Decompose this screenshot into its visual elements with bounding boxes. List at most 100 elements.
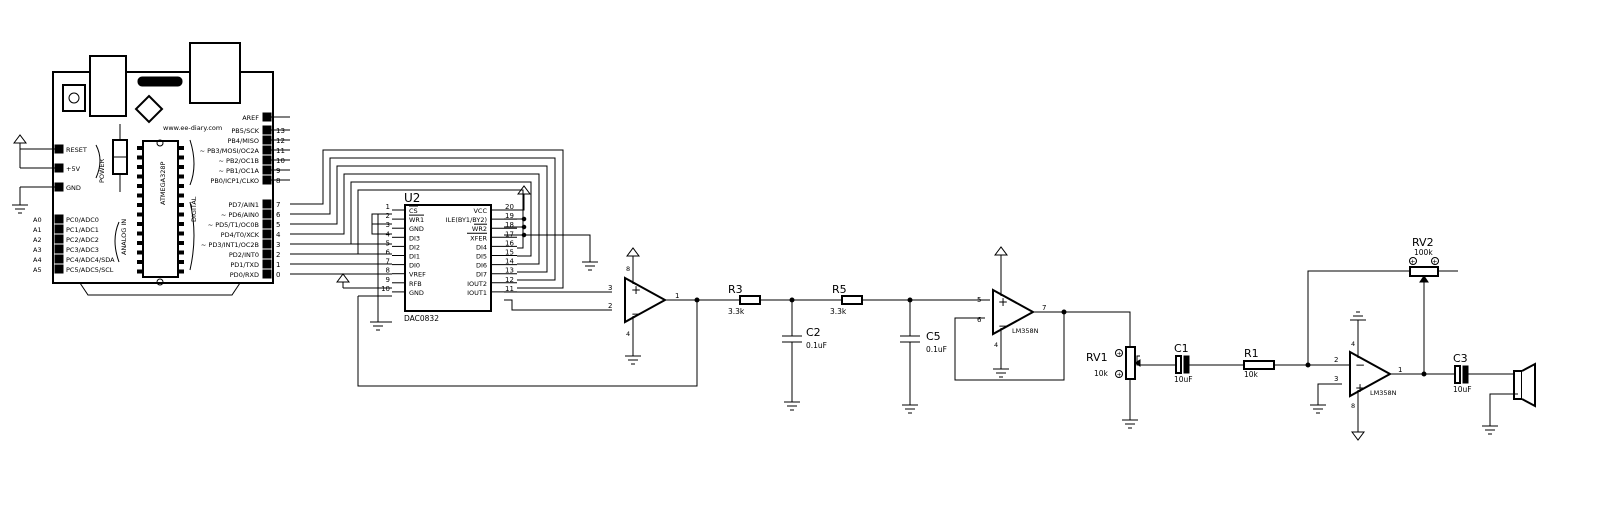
chip-pin bbox=[178, 165, 184, 169]
pin-a4: A4 bbox=[33, 256, 42, 264]
rv1-ref: RV1 bbox=[1086, 351, 1108, 364]
regulator-diamond bbox=[134, 94, 164, 124]
dac-right-pin-num: 15 bbox=[505, 249, 514, 257]
chip-pin bbox=[178, 212, 184, 217]
chip-pin bbox=[137, 222, 143, 226]
power-jack bbox=[189, 42, 241, 104]
dac-left-pin-num: 1 bbox=[386, 203, 390, 211]
opamp2-pin-plus: 5 bbox=[977, 296, 981, 304]
opamp2-pin-out: 7 bbox=[1042, 304, 1046, 312]
arduino-board: ATMEGA328P www.ee-diary.com POWER ANALOG… bbox=[33, 42, 290, 296]
dac-left-pin-label: CS bbox=[409, 207, 418, 215]
opamp-2: + − 5 6 7 4 LM358N bbox=[954, 246, 1131, 381]
dac-left-pin-num: 7 bbox=[386, 258, 390, 266]
pin-a2-label: PC2/ADC2 bbox=[66, 236, 99, 244]
svg-text:−: − bbox=[1355, 358, 1365, 372]
pin-num-5: 5 bbox=[276, 221, 280, 229]
opamp3-pin-8: 8 bbox=[1351, 402, 1355, 410]
dac-right-pin-label: WR2 bbox=[472, 225, 487, 233]
dac-right-pin-label: ILE(BY1/BY2) bbox=[446, 216, 487, 224]
opamp3-vee-icon bbox=[1351, 431, 1365, 441]
capacitor-c2: C2 0.1uF bbox=[782, 300, 827, 411]
power-arrow-icon bbox=[13, 134, 27, 144]
opamp1-ground-icon bbox=[625, 355, 641, 365]
speaker-icon bbox=[1513, 370, 1523, 400]
pin-num-3: 3 bbox=[276, 241, 280, 249]
c1-value: 10uF bbox=[1174, 375, 1193, 384]
rv2-ref: RV2 bbox=[1412, 236, 1434, 249]
pin-reset: RESET bbox=[66, 146, 87, 154]
power-label: POWER bbox=[98, 158, 106, 183]
chip-pin bbox=[137, 231, 143, 236]
potentiometer-rv2: + + RV2 100k bbox=[1307, 236, 1458, 374]
chip-pin bbox=[178, 155, 184, 160]
dac-left-pin-num: 4 bbox=[386, 230, 391, 238]
capacitor-c1: C1 10uF bbox=[1174, 342, 1244, 384]
chip-pin bbox=[137, 212, 143, 217]
chip-pin bbox=[178, 222, 184, 226]
svg-text:−: − bbox=[998, 319, 1008, 333]
chip-pin bbox=[137, 269, 143, 274]
dac-right-pin-label: VCC bbox=[473, 207, 487, 215]
chip-pin bbox=[137, 146, 143, 150]
pin-a3-label: PC3/ADC3 bbox=[66, 246, 99, 254]
dac-ref: U2 bbox=[404, 191, 420, 205]
opamp3-pin-out: 1 bbox=[1398, 366, 1402, 374]
pin-a0-label: PC0/ADC0 bbox=[66, 216, 99, 224]
opamp2-pin-minus: 6 bbox=[977, 316, 982, 324]
opamp2-pin-4: 4 bbox=[994, 341, 998, 349]
fuse-oval bbox=[137, 76, 183, 87]
dac-left-pin-label: DI1 bbox=[409, 253, 420, 261]
dac-left-pin-num: 2 bbox=[386, 212, 390, 220]
chip-pin bbox=[178, 241, 184, 245]
dac-right-pin-label: IOUT2 bbox=[467, 280, 487, 288]
pin-a2: A2 bbox=[33, 236, 42, 244]
r3-ref: R3 bbox=[728, 283, 743, 296]
resistor-r1: R1 10k bbox=[1243, 347, 1350, 379]
pin-pb0: PB0/ICP1/CLKO bbox=[210, 177, 259, 185]
pin-pd7: PD7/AIN1 bbox=[228, 201, 259, 209]
dac-left-pin-label: GND bbox=[409, 289, 424, 297]
capacitor-c3: C3 10uF bbox=[1453, 352, 1518, 394]
r1-ref: R1 bbox=[1244, 347, 1259, 360]
dac-left-pin-label: DI3 bbox=[409, 234, 420, 242]
pin-pd2: PD2/INT0 bbox=[229, 251, 259, 259]
chip-pin bbox=[178, 231, 184, 236]
dac-left-pin-label: DI0 bbox=[409, 262, 420, 270]
chip-pin bbox=[137, 184, 143, 188]
dac-ground-icon bbox=[370, 321, 386, 331]
ground-icon bbox=[12, 204, 28, 214]
opamp1-pin-4: 4 bbox=[626, 330, 630, 338]
rv1-ground-icon bbox=[1122, 419, 1138, 429]
digital-label: DIGITAL bbox=[190, 196, 198, 222]
opamp2-ground-icon bbox=[993, 368, 1009, 378]
pin-num-12: 12 bbox=[276, 137, 285, 145]
svg-text:+: + bbox=[1117, 371, 1122, 379]
svg-text:+: + bbox=[631, 283, 641, 297]
dac-right-pin-label: DI7 bbox=[476, 271, 487, 279]
potentiometer-rv1: + + RV1 10k bbox=[1086, 346, 1176, 429]
dac-right-pin-num: 18 bbox=[505, 221, 514, 229]
pin-a4-label: PC4/ADC4/SDA bbox=[66, 256, 115, 264]
svg-text:−: − bbox=[631, 307, 641, 321]
pin-pd1: PD1/TXD bbox=[230, 261, 259, 269]
pin-aref: AREF bbox=[242, 114, 259, 122]
power-pins: RESET +5V GND bbox=[54, 144, 87, 192]
chip-pin bbox=[178, 146, 184, 150]
pin-a1: A1 bbox=[33, 226, 42, 234]
opamp3-pin-minus: 2 bbox=[1334, 356, 1338, 364]
opamp3-pin-plus: 3 bbox=[1334, 375, 1338, 383]
chip-pin bbox=[178, 193, 184, 198]
svg-text:+: + bbox=[1410, 258, 1415, 266]
pin-pd5: ~ PD5/T1/OC0B bbox=[208, 221, 259, 229]
pin-pd3: ~ PD3/INT1/OC2B bbox=[201, 241, 259, 249]
pin-pb1: ~ PB1/OC1A bbox=[219, 167, 260, 175]
opamp3-pin-4: 4 bbox=[1351, 340, 1355, 348]
c5-ground-icon bbox=[902, 404, 918, 414]
svg-text:+: + bbox=[1432, 258, 1437, 266]
pin-num-10: 10 bbox=[276, 157, 285, 165]
usb-connector bbox=[89, 55, 127, 117]
dac-left-pin-label: VREF bbox=[409, 271, 426, 279]
rv2-value: 100k bbox=[1414, 248, 1433, 257]
